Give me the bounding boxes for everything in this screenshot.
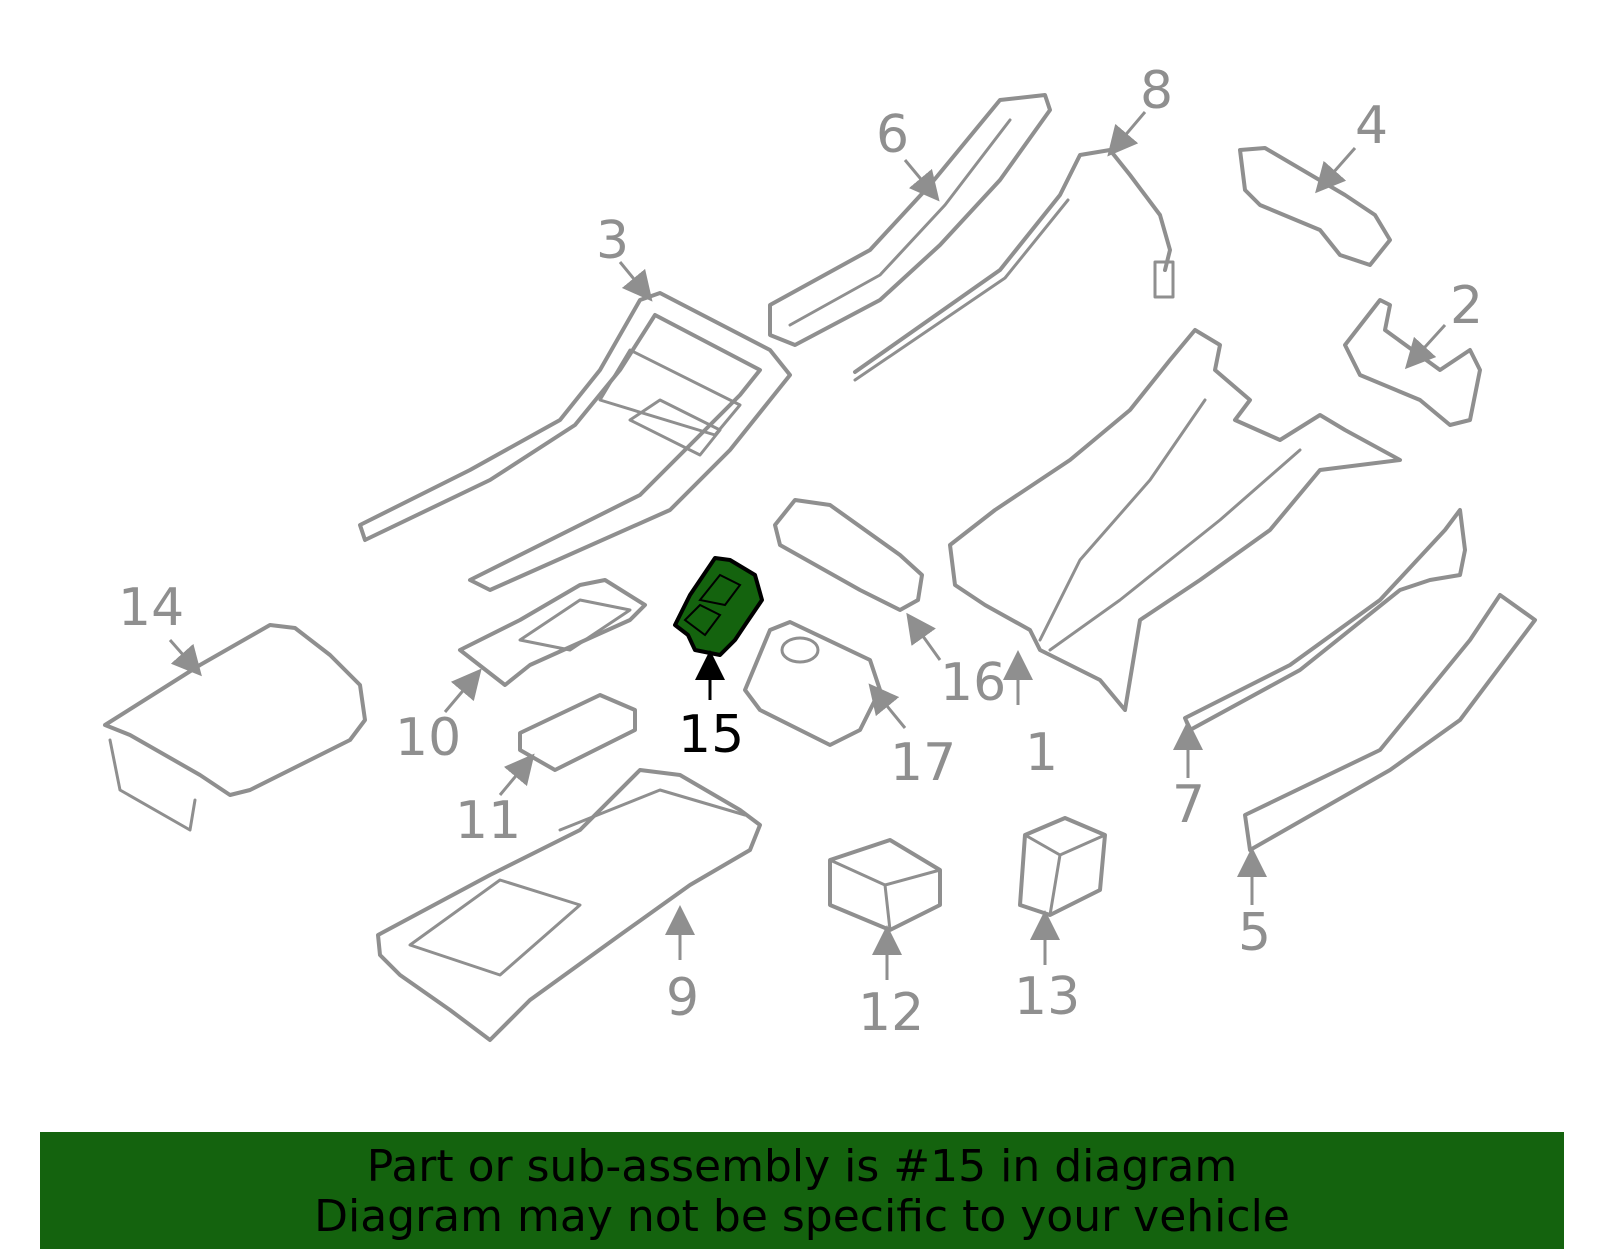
callout-label-7: 7	[1172, 775, 1205, 835]
part-13-module-box[interactable]	[1018, 816, 1107, 917]
callout-label-10: 10	[395, 708, 461, 768]
part-14-armrest-lid[interactable]	[103, 623, 367, 832]
callout-label-16: 16	[940, 653, 1006, 713]
callout-label-11: 11	[455, 791, 521, 851]
callout-label-9: 9	[666, 968, 699, 1028]
banner-line-1: Part or sub-assembly is #15 in diagram	[366, 1141, 1238, 1192]
callout-line-4	[1315, 147, 1357, 194]
callout-label-12: 12	[858, 983, 924, 1043]
callout-label-17: 17	[890, 733, 956, 793]
callout-label-5: 5	[1238, 903, 1271, 963]
callout-label-4: 4	[1355, 96, 1388, 156]
callout-label-1: 1	[1025, 723, 1058, 783]
callout-label-13: 13	[1014, 967, 1080, 1027]
part-11-small-tray[interactable]	[518, 693, 637, 772]
callout-label-14: 14	[118, 578, 184, 638]
part-7-trim-strip[interactable]	[1183, 508, 1467, 732]
callout-line-11	[498, 753, 535, 796]
part-6-trim-strip[interactable]	[768, 93, 1052, 347]
callout-label-15: 15	[678, 705, 744, 765]
callout-line-14	[168, 639, 202, 677]
part-2-bracket[interactable]	[1343, 298, 1482, 427]
callout-labels: 1 2 3 4 5 6 7 8 9 10 11 12 13 14 15 16 1…	[118, 61, 1483, 1043]
info-banner: Part or sub-assembly is #15 in diagram D…	[40, 1132, 1564, 1249]
part-10-tray[interactable]	[458, 578, 647, 687]
part-15-highlighted-switch[interactable]	[673, 556, 764, 657]
callout-line-16	[906, 612, 942, 661]
callout-line-17	[868, 683, 907, 729]
part-3-console-panel[interactable]	[358, 291, 792, 592]
part-8-cable-strip[interactable]	[853, 148, 1175, 382]
callout-lines	[168, 111, 1447, 980]
part-5-trim-bar[interactable]	[1243, 593, 1537, 852]
part-16-switch-panel[interactable]	[773, 498, 924, 612]
part-4-bracket[interactable]	[1238, 146, 1392, 267]
banner-line-2: Diagram may not be specific to your vehi…	[314, 1191, 1290, 1242]
callout-line-8	[1107, 111, 1147, 157]
part-12-module[interactable]	[828, 838, 942, 932]
part-17-control-panel[interactable]	[743, 620, 882, 747]
part-9-storage-bin[interactable]	[376, 768, 762, 1042]
callout-label-2: 2	[1450, 276, 1483, 336]
callout-label-6: 6	[876, 105, 909, 165]
callout-label-8: 8	[1140, 61, 1173, 121]
callout-line-3	[618, 261, 653, 302]
callout-line-6	[903, 159, 940, 202]
callout-label-3: 3	[596, 211, 629, 271]
callout-line-10	[443, 668, 482, 713]
callout-line-2	[1404, 323, 1447, 370]
part-1-console-frame[interactable]	[948, 328, 1402, 712]
